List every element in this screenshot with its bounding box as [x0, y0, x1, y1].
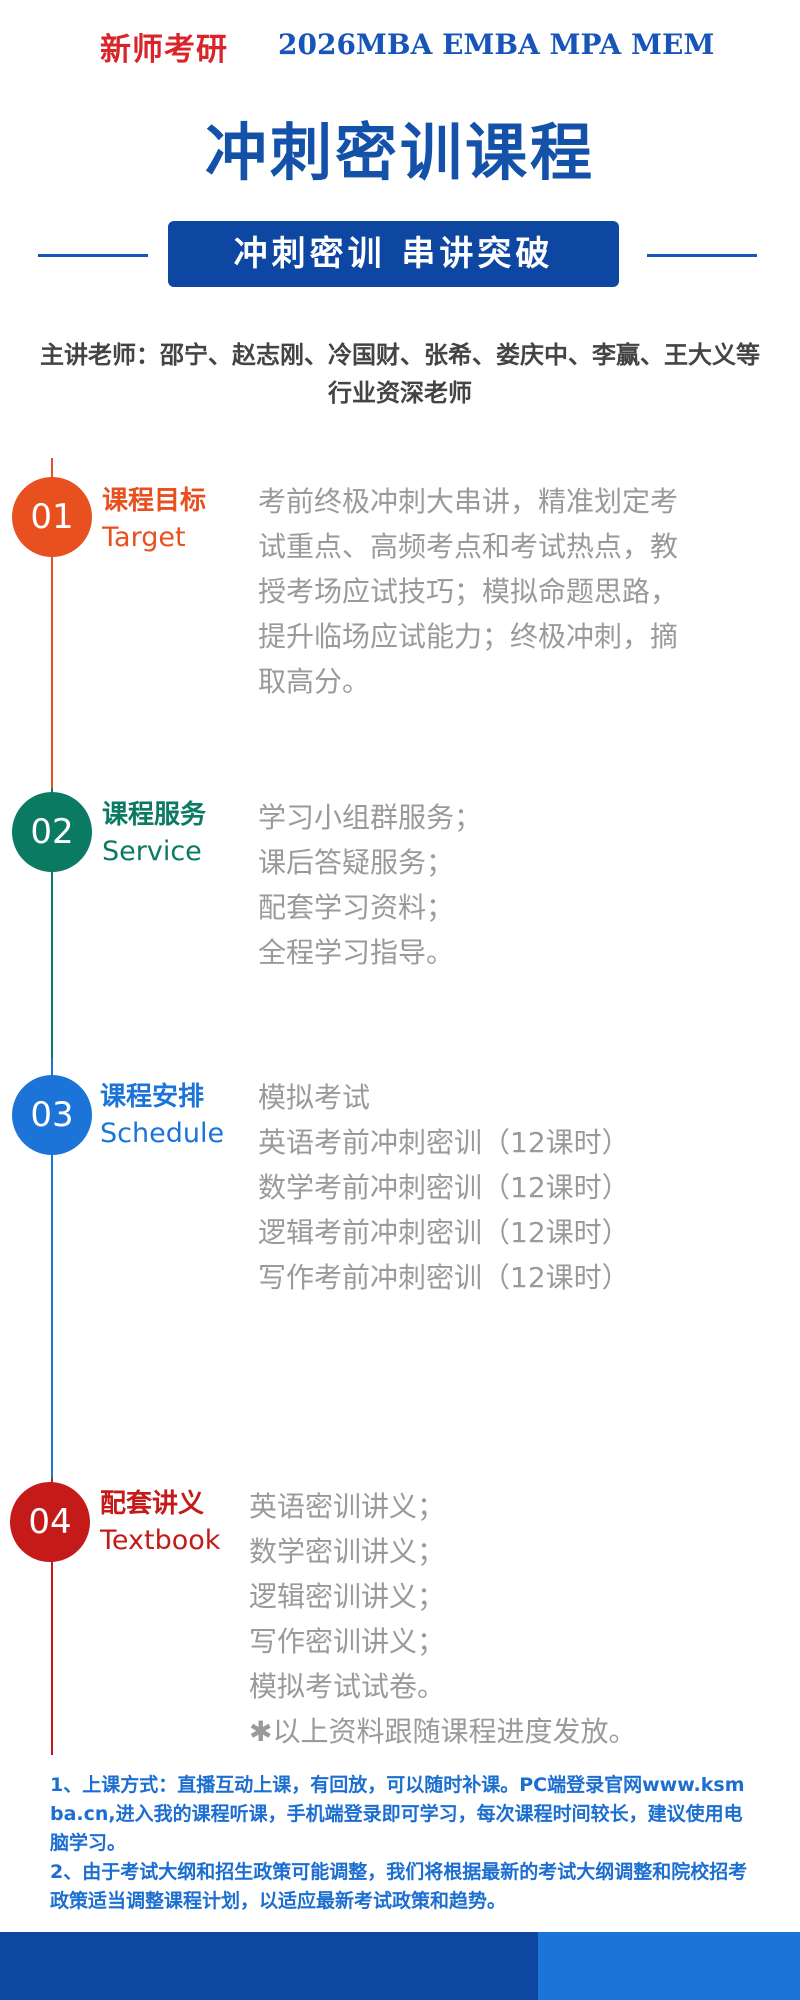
banner-rule-right — [647, 254, 757, 257]
body-line: 逻辑密训讲义； — [249, 1580, 446, 1613]
section-title-en: Service — [102, 836, 202, 867]
section-number-badge: 01 — [12, 477, 92, 557]
section-body: 英语密训讲义； 数学密训讲义； 逻辑密训讲义； 写作密训讲义； 模拟考试试卷。 … — [249, 1484, 636, 1754]
note-item: 1、上课方式：直播互动上课，有回放，可以随时补课。PC端登录官网www.ksmb… — [50, 1774, 745, 1854]
body-line: 数学考前冲刺密训（12课时） — [258, 1171, 630, 1204]
body-line: 课后答疑服务； — [258, 846, 455, 879]
section-body: 学习小组群服务； 课后答疑服务； 配套学习资料； 全程学习指导。 — [258, 795, 482, 975]
brand-name: 新师考研 — [100, 32, 228, 68]
teachers-text: 主讲老师：邵宁、赵志刚、冷国财、张希、娄庆中、李赢、王大义等行业资深老师 — [40, 341, 760, 407]
body-line: 逻辑考前冲刺密训（12课时） — [258, 1216, 630, 1249]
timeline-segment-service — [51, 788, 53, 1058]
section-number-badge: 02 — [12, 792, 92, 872]
footer-bar-left — [0, 1932, 538, 2000]
section-number-badge: 03 — [12, 1075, 92, 1155]
section-title: 配套讲义 — [100, 1489, 205, 1519]
body-line: 授考场应试技巧；模拟命题思路， — [258, 575, 679, 608]
body-line: 学习小组群服务； — [258, 801, 483, 834]
section-title-en: Textbook — [100, 1525, 221, 1556]
timeline-segment-schedule — [51, 1058, 53, 1478]
section-title: 课程安排 — [100, 1082, 205, 1112]
body-line: 模拟考试 — [258, 1081, 371, 1114]
body-line: 模拟考试试卷。 — [249, 1670, 446, 1703]
section-body: 模拟考试 英语考前冲刺密训（12课时） 数学考前冲刺密训（12课时） 逻辑考前冲… — [258, 1075, 630, 1300]
body-line: 英语密训讲义； — [249, 1490, 446, 1523]
subtitle-banner: 冲刺密训 串讲突破 — [168, 221, 619, 287]
program-list: 2026MBA EMBA MPA MEM — [278, 28, 715, 61]
body-line: 试重点、高频考点和考试热点，教 — [258, 530, 679, 563]
section-title: 课程服务 — [102, 800, 207, 830]
body-line: 配套学习资料； — [258, 891, 455, 924]
body-line: 数学密训讲义； — [249, 1535, 446, 1568]
body-line: 提升临场应试能力；终极冲刺，摘 — [258, 620, 679, 653]
section-title: 课程目标 — [102, 486, 207, 516]
body-line: 写作考前冲刺密训（12课时） — [258, 1261, 630, 1294]
body-line: ✱以上资料跟随课程进度发放。 — [249, 1715, 637, 1748]
section-number-badge: 04 — [10, 1482, 90, 1562]
section-title-en: Target — [102, 522, 186, 553]
body-line: 全程学习指导。 — [258, 936, 455, 969]
timeline-segment-textbook — [51, 1478, 53, 1755]
body-line: 取高分。 — [258, 665, 371, 698]
page-title: 冲刺密训课程 — [204, 116, 595, 189]
timeline-segment-target — [51, 458, 53, 788]
footer-bar-right — [538, 1932, 800, 2000]
section-title-en: Schedule — [100, 1118, 225, 1149]
body-line: 写作密训讲义； — [249, 1625, 446, 1658]
section-body: 考前终极冲刺大串讲，精准划定考 试重点、高频考点和考试热点，教 授考场应试技巧；… — [258, 479, 678, 704]
body-line: 考前终极冲刺大串讲，精准划定考 — [258, 485, 679, 518]
note-item: 2、由于考试大纲和招生政策可能调整，我们将根据最新的考试大纲调整和院校招考政策适… — [50, 1861, 748, 1912]
banner-rule-left — [38, 254, 148, 257]
body-line: 英语考前冲刺密训（12课时） — [258, 1126, 630, 1159]
notes-block: 1、上课方式：直播互动上课，有回放，可以随时补课。PC端登录官网www.ksmb… — [50, 1771, 750, 1916]
